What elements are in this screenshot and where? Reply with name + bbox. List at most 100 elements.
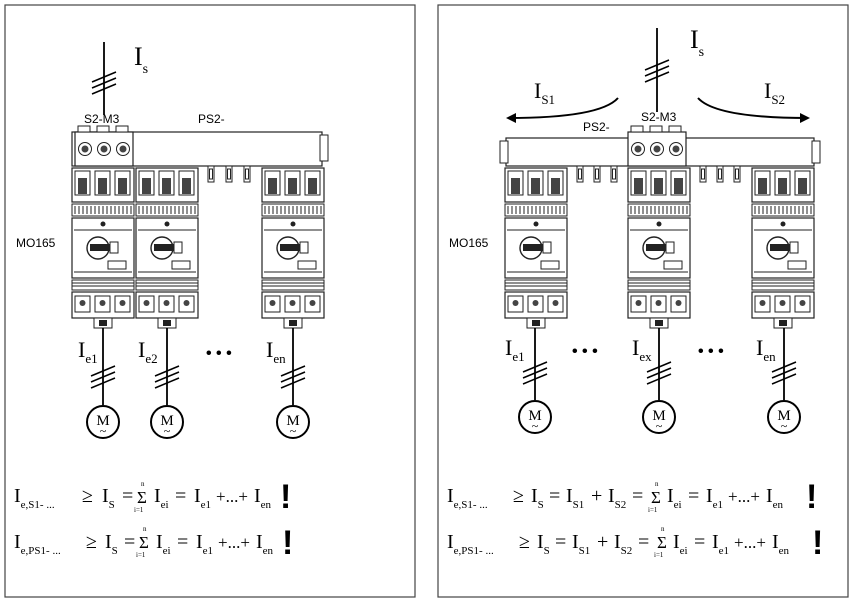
motor-symbol (276, 405, 310, 439)
right-branch-current-label: Ien (756, 335, 776, 364)
svg-text:n: n (661, 525, 665, 533)
svg-text:+: + (591, 485, 602, 507)
left-branch-current-label: Ie1 (78, 337, 98, 366)
arrowhead-icon (800, 113, 810, 123)
svg-text:+...+: +...+ (216, 487, 248, 506)
svg-text:Ien: Ien (772, 531, 790, 557)
left-formula-1: Ie,S1- ... ≥ IS = n Σ i=1 Iei = Ie1 +...… (14, 478, 291, 516)
right-motor-starter-x (627, 167, 691, 329)
left-branch-n: Ien M ~ (266, 328, 310, 439)
left-motor-starter-1 (71, 167, 135, 329)
left-busbar-stub (225, 165, 233, 183)
svg-text:Iei: Iei (154, 485, 169, 511)
left-panel-frame (4, 4, 416, 598)
svg-text:Ie1: Ie1 (706, 485, 723, 511)
right-busbar-endcap (811, 140, 821, 164)
svg-text:+...+: +...+ (218, 533, 250, 552)
svg-text:Ien: Ien (766, 485, 784, 511)
svg-text:IS1: IS1 (572, 531, 590, 557)
left-busbar-label: PS2- (198, 112, 225, 126)
right-split-arrow-left (507, 97, 619, 119)
svg-text:+...+: +...+ (734, 533, 766, 552)
svg-text:Σ: Σ (657, 533, 667, 552)
right-split-arrow-right (697, 97, 809, 119)
left-branch-current-label: Ien (266, 337, 286, 366)
right-source-label: S2-M3 (641, 110, 677, 124)
svg-text:=: = (694, 531, 705, 553)
left-source-terminal (74, 125, 134, 167)
svg-text:≥: ≥ (519, 531, 530, 553)
svg-text:~: ~ (164, 424, 171, 438)
svg-text:=: = (555, 531, 566, 553)
svg-text:=: = (175, 485, 186, 507)
left-branch-1: Ie1 M ~ (78, 328, 120, 439)
svg-text:IS1: IS1 (566, 485, 584, 511)
right-branch-1: Ie1 M ~ (505, 328, 552, 434)
svg-text:=: = (124, 531, 135, 553)
svg-text:=: = (177, 531, 188, 553)
svg-text:n: n (655, 480, 659, 488)
svg-text:+...+: +...+ (728, 487, 760, 506)
svg-text:=: = (688, 485, 699, 507)
svg-text:Ie,S1- ...: Ie,S1- ... (447, 485, 488, 511)
svg-text:≥: ≥ (513, 485, 524, 507)
left-supply-current-label: Is (134, 42, 148, 77)
svg-text:M: M (286, 413, 299, 429)
svg-text:IS2: IS2 (614, 531, 632, 557)
svg-text:Ie1: Ie1 (196, 531, 213, 557)
right-busbar-stub (733, 165, 741, 183)
left-branch-2: Ie2 M ~ (138, 328, 184, 439)
right-busbar-label: PS2- (583, 120, 610, 134)
left-device-label: MO165 (16, 236, 56, 250)
right-busbar-stub (576, 165, 584, 183)
right-formula-2: Ie,PS1- ... ≥ IS = IS1 + IS2 = n Σ i=1 I… (447, 524, 823, 562)
right-source-terminal (627, 125, 687, 167)
svg-text:IS: IS (531, 485, 544, 511)
svg-text:=: = (122, 485, 133, 507)
svg-text:Iei: Iei (673, 531, 688, 557)
right-motor-starter-n (751, 167, 815, 329)
svg-text:≥: ≥ (86, 531, 97, 553)
svg-text:=: = (549, 485, 560, 507)
svg-text:M: M (96, 413, 109, 429)
right-busbar-stub (716, 165, 724, 183)
motor-symbol (642, 400, 676, 434)
right-motor-starter-1 (504, 167, 568, 329)
left-busbar-endcap (319, 134, 329, 162)
svg-text:Ie,PS1- ...: Ie,PS1- ... (447, 531, 494, 557)
svg-text:!: ! (282, 524, 293, 562)
svg-text:IS2: IS2 (608, 485, 626, 511)
right-supply-slashes (644, 59, 670, 83)
svg-text:!: ! (280, 478, 291, 516)
svg-text:Σ: Σ (139, 533, 149, 552)
svg-text:Ie,S1- ...: Ie,S1- ... (14, 485, 55, 511)
svg-text:M: M (528, 408, 541, 424)
left-formula-2: Ie,PS1- ... ≥ IS = n Σ i=1 Iei = Ie1 +..… (14, 524, 293, 562)
svg-text:IS: IS (105, 531, 118, 557)
svg-text:=: = (632, 485, 643, 507)
right-branch-current-label: Ie1 (505, 335, 525, 364)
right-branch-x: Iex M ~ (632, 328, 676, 434)
svg-text:~: ~ (290, 424, 297, 438)
svg-text:Σ: Σ (137, 488, 147, 507)
svg-text:M: M (160, 413, 173, 429)
motor-symbol (150, 405, 184, 439)
svg-text:Ie1: Ie1 (712, 531, 729, 557)
svg-text:Ie,PS1- ...: Ie,PS1- ... (14, 531, 61, 557)
svg-text:n: n (141, 480, 145, 488)
arrowhead-icon (506, 113, 516, 123)
right-busbar-endcap (499, 140, 509, 164)
svg-text:~: ~ (656, 419, 663, 433)
svg-text:Ien: Ien (256, 531, 274, 557)
svg-text:≥: ≥ (82, 485, 93, 507)
left-busbar-stub (207, 165, 215, 183)
svg-text:Ie1: Ie1 (194, 485, 211, 511)
svg-text:IS: IS (537, 531, 550, 557)
right-panel: Is IS1 IS2 PS2- S2-M3 MO165 Ie1 M ~ (447, 25, 823, 562)
right-device-label: MO165 (449, 236, 489, 250)
svg-text:~: ~ (781, 419, 788, 433)
svg-text:~: ~ (532, 419, 539, 433)
svg-text:M: M (777, 408, 790, 424)
right-supply-current-label: Is (690, 25, 704, 60)
